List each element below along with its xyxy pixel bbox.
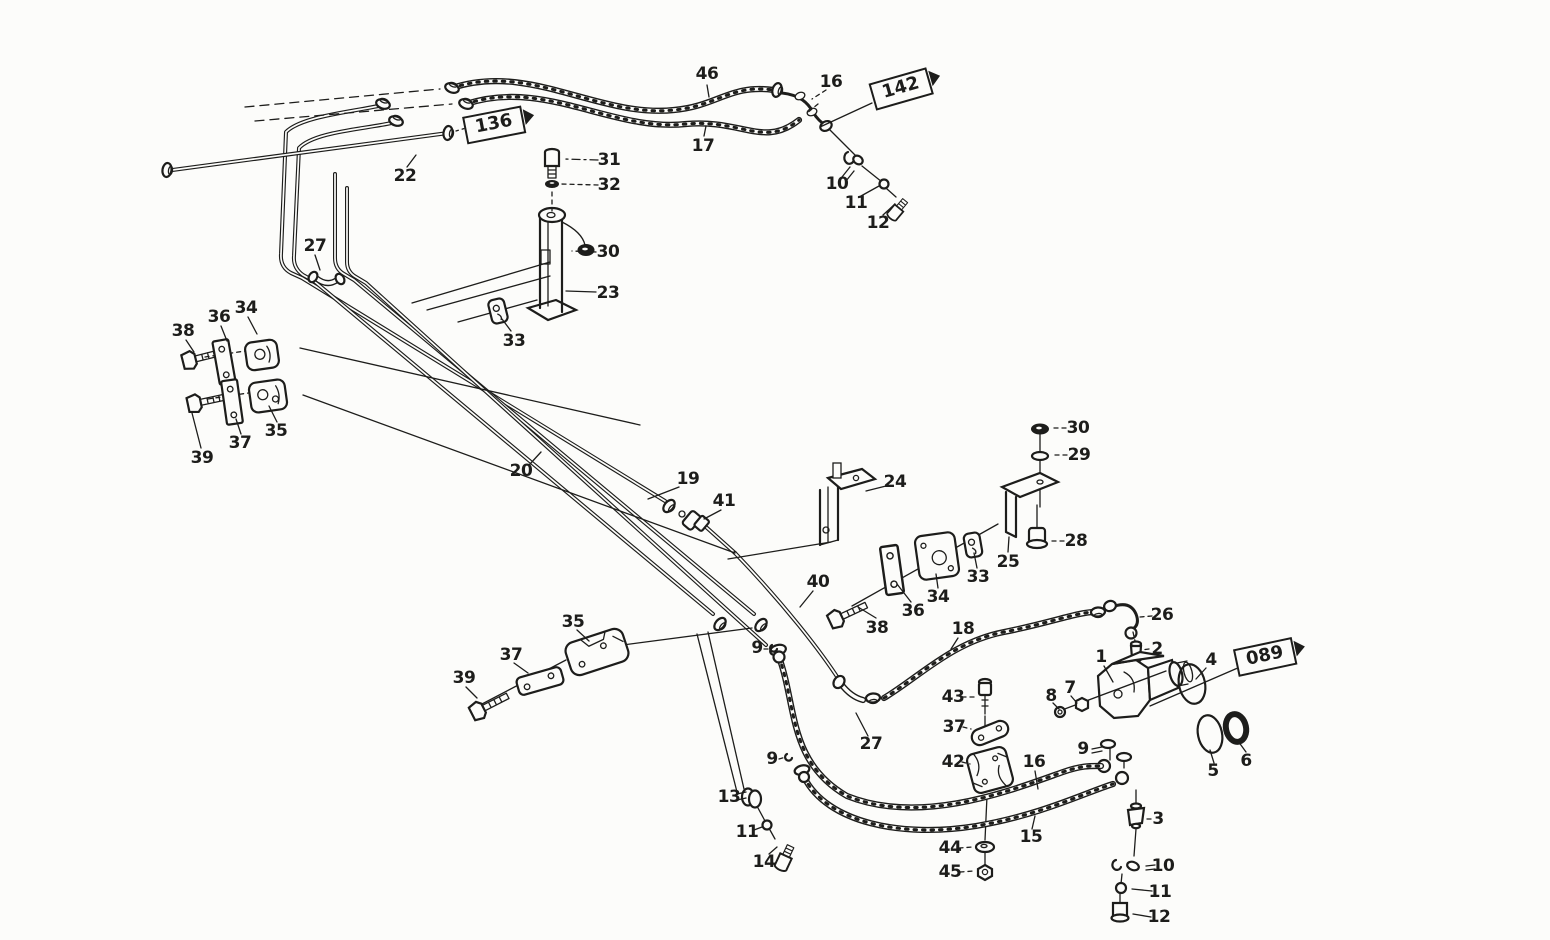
- bracket-24: [818, 462, 878, 547]
- leader-lines: [185, 84, 1247, 918]
- washer-32: [545, 180, 559, 188]
- tube-bundle-20: [278, 95, 771, 647]
- fastener-chain-10-11-12: [829, 129, 911, 223]
- elbow-fitting-16: [780, 91, 833, 133]
- hose-clamp-27a: [307, 270, 346, 286]
- washers-9c: [1099, 738, 1133, 769]
- cluster-39-37-35: [185, 378, 289, 426]
- fitting-3: [1126, 789, 1146, 857]
- hose-18: [884, 605, 1107, 698]
- hose-27b: [832, 674, 882, 706]
- cluster-38b-36b-34b-33b: [825, 523, 999, 632]
- clamp-13-nut-11-bolt-14: [740, 787, 798, 874]
- nut-7-washer-8: [1053, 696, 1090, 719]
- oring-5: [1196, 714, 1224, 754]
- hose-17: [456, 96, 799, 132]
- cluster-39b-37b-35b: [466, 627, 630, 724]
- tube-22: [160, 124, 456, 179]
- bracket-23: [525, 206, 586, 322]
- seal-6: [1222, 711, 1250, 745]
- clamp-33a: [486, 296, 510, 326]
- oring-4: [1177, 663, 1207, 705]
- hose-16: [769, 643, 1101, 807]
- small-rings-9: [769, 643, 794, 762]
- cluster-25-28-29-30: [999, 423, 1061, 550]
- fastener-chain-10-11-12-lower: [1110, 858, 1140, 923]
- banjo-elbow-26: [1103, 599, 1139, 640]
- hose-15: [793, 764, 1113, 830]
- frame-rail-lines: [244, 88, 832, 793]
- clamp-stack-43-37-42: [965, 677, 1015, 882]
- coupler-41: [678, 510, 845, 688]
- grommet-30a: [577, 244, 595, 256]
- cluster-38-36-34: [179, 337, 280, 387]
- bolt-31: [543, 147, 561, 212]
